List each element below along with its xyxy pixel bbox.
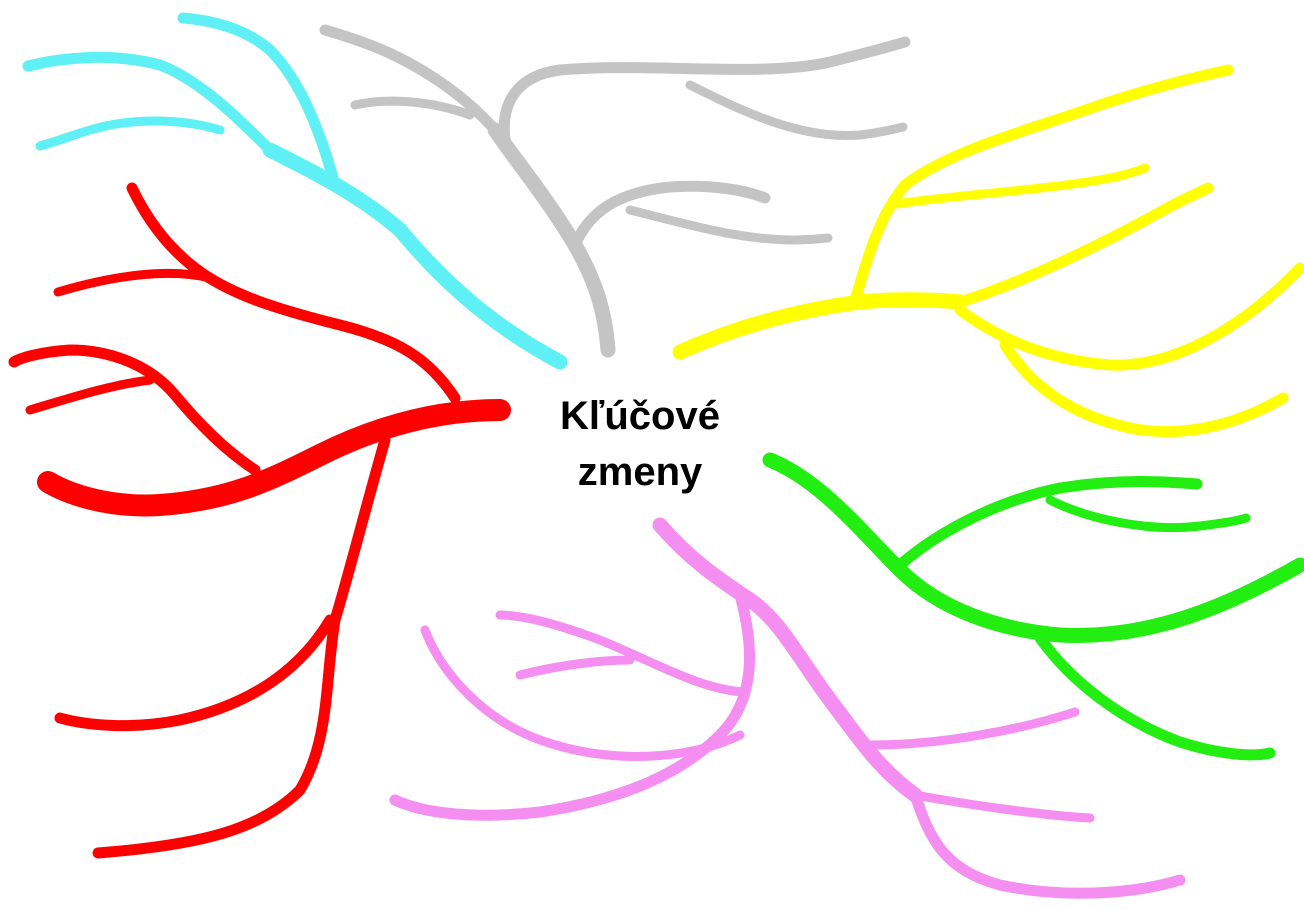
- central-topic: Kľúčové zmeny: [500, 388, 780, 500]
- central-topic-line-1: Kľúčové: [500, 388, 780, 444]
- gray-twig-left: [355, 101, 470, 115]
- red-limb-up: [132, 188, 455, 398]
- branch-green: [770, 460, 1300, 755]
- green-limb-down: [1040, 638, 1270, 755]
- yellow-limb-mid: [960, 188, 1208, 302]
- green-twig-up: [1050, 500, 1246, 528]
- red-trunk: [48, 410, 500, 505]
- pink-limb-down: [915, 795, 1180, 893]
- gray-twig-right: [690, 85, 903, 136]
- red-twig-up: [58, 273, 210, 292]
- red-limb-left: [14, 350, 255, 470]
- gray-trunk: [495, 130, 608, 350]
- yellow-trunk: [680, 300, 960, 352]
- red-twig-left: [30, 380, 150, 410]
- pink-twig-left-up: [500, 615, 745, 692]
- cyan-twig-lower: [40, 121, 220, 146]
- branch-red: [14, 188, 500, 853]
- pink-twig-right-low: [915, 795, 1090, 818]
- pink-twig-left: [425, 630, 740, 756]
- central-topic-line-2: zmeny: [500, 444, 780, 500]
- branch-pink: [395, 525, 1180, 893]
- pink-twig-left-mid: [520, 660, 630, 675]
- green-trunk: [770, 460, 1300, 635]
- cyan-limb-upper: [183, 18, 335, 185]
- cyan-trunk: [270, 150, 560, 362]
- pink-twig-right: [870, 712, 1075, 745]
- gray-twig-lower: [630, 210, 828, 240]
- red-twig-down: [60, 620, 330, 726]
